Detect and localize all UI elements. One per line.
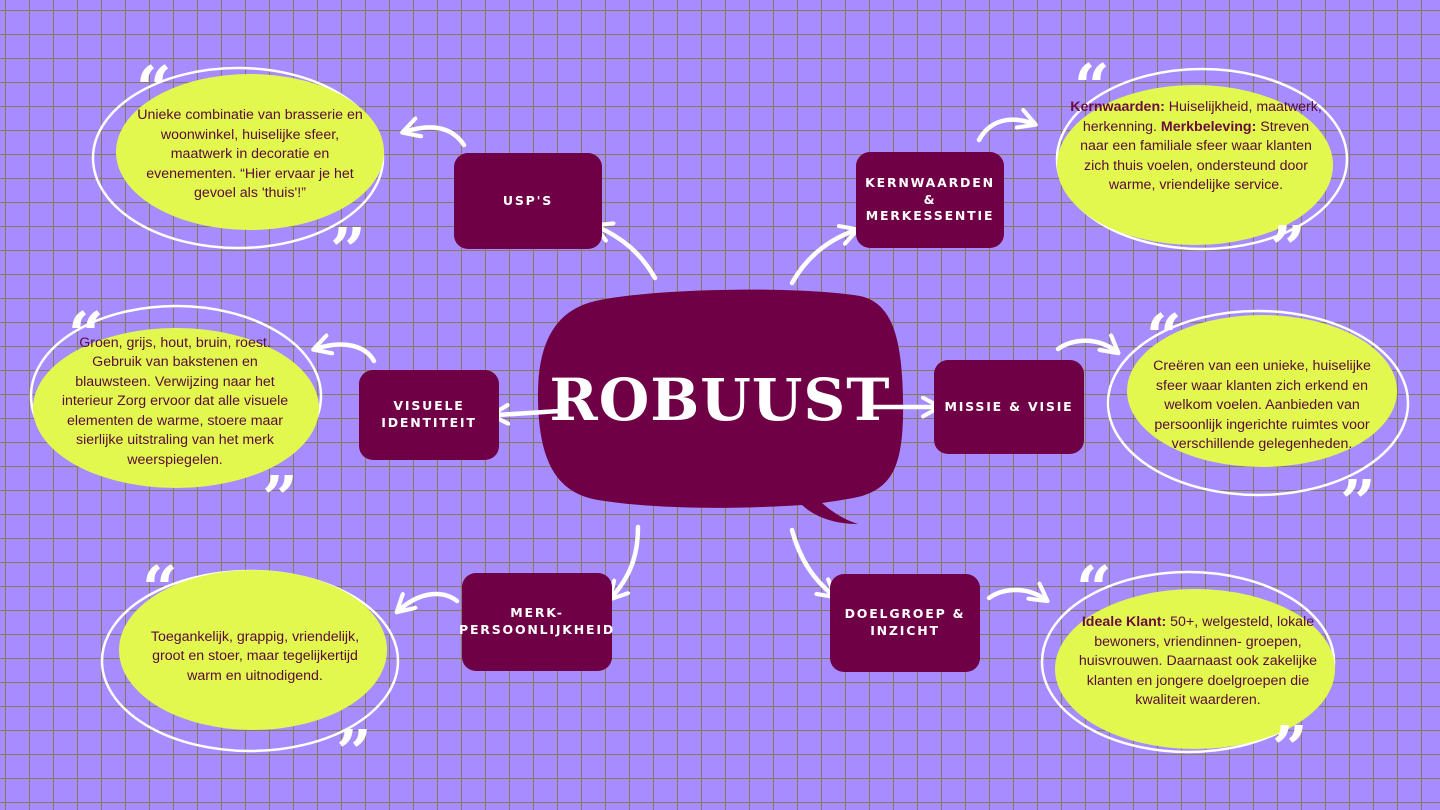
topic-usps[interactable]: USP'S — [454, 153, 602, 249]
desc-missie-text: Creëren van een unieke, huiselijke sfeer… — [1153, 358, 1371, 453]
topic-missie-label: MISSIE & VISIE — [944, 398, 1074, 414]
topic-kernwaarden[interactable]: KERNWAARDEN & MERKESSENTIE — [856, 152, 1004, 248]
desc-doelgroep-label: Ideale Klant: — [1081, 614, 1171, 630]
desc-merkbeleving-text: Streven naar een familiale sfeer waar kl… — [1080, 118, 1312, 194]
quote-close-icon: ” — [1270, 212, 1306, 285]
topic-merkpersoonlijkheid[interactable]: MERK- PERSOONLIJKHEID — [458, 573, 616, 671]
center-title: ROBUUST — [549, 366, 891, 434]
arrow-persoon — [611, 524, 641, 598]
arrow-persoon-desc — [398, 591, 460, 611]
quote-open-icon: “ — [1146, 300, 1182, 373]
topic-visueel-label-1: VISUELE — [393, 398, 465, 414]
topic-kernwaarden-label-2: MERKESSENTIE — [865, 208, 995, 224]
desc-kernwaarden: Kernwaarden: Huiselijkheid, maatwerk, he… — [1068, 94, 1324, 226]
arrow-doelgroep — [789, 527, 834, 596]
quote-open-icon: “ — [68, 298, 104, 371]
topic-missie-visie[interactable]: MISSIE & VISIE — [934, 360, 1084, 454]
quote-open-icon: “ — [142, 552, 178, 625]
quote-close-icon: ” — [330, 214, 366, 287]
desc-persoon-text: Toegankelijk, grappig, vriendelijk, groo… — [150, 628, 360, 684]
arrow-visueel-desc — [315, 345, 377, 364]
topic-usps-label: USP'S — [502, 192, 554, 208]
topic-visueel-label-2: IDENTITEIT — [381, 415, 477, 430]
desc-persoon: Toegankelijk, grappig, vriendelijk, groo… — [142, 624, 368, 690]
topic-persoon-label-2: PERSOONLIJKHEID — [458, 622, 616, 637]
desc-kernwaarden-text: Huiselijkheid, maatwerk, herkenning. — [1082, 99, 1322, 135]
arrow-missie-desc — [1055, 341, 1117, 352]
topic-kernwaarden-label-1: KERNWAARDEN & — [865, 174, 995, 207]
desc-usps: Unieke combinatie van brasserie en woonw… — [136, 90, 364, 220]
topic-persoon-label-1: MERK- — [510, 605, 564, 621]
arrow-usps-desc — [404, 127, 467, 148]
quote-open-icon: “ — [136, 52, 172, 125]
quote-close-icon: ” — [1272, 712, 1308, 785]
arrow-usps — [596, 226, 658, 281]
quote-close-icon: ” — [336, 716, 372, 789]
desc-merkbeleving-label: Merkbeleving: — [1160, 118, 1261, 135]
desc-doelgroep: Ideale Klant: 50+, welgesteld, lokale be… — [1070, 607, 1326, 731]
quote-close-icon: ” — [1340, 466, 1376, 539]
arrow-kernwaarden — [789, 230, 856, 286]
arrow-kernwaarden-desc — [976, 120, 1034, 143]
desc-kernwaarden-label: Kernwaarden: — [1070, 99, 1169, 115]
desc-missie: Creëren van een unieke, huiselijke sfeer… — [1140, 350, 1384, 462]
arrow-doelgroep-desc — [986, 590, 1046, 600]
desc-visueel-text: Groen, grijs, hout, bruin, roest. Gebrui… — [61, 334, 289, 468]
topic-doelgroep-label-1: DOELGROEP & — [844, 606, 966, 622]
quote-open-icon: “ — [1074, 50, 1110, 123]
quote-open-icon: “ — [1076, 552, 1112, 625]
desc-doelgroep-text: 50+, welgesteld, lokale bewoners, vriend… — [1078, 614, 1318, 708]
topic-doelgroep[interactable]: DOELGROEP & INZICHT — [830, 574, 980, 672]
desc-visueel: Groen, grijs, hout, bruin, roest. Gebrui… — [56, 332, 294, 472]
desc-usps-text: Unieke combinatie van brasserie en woonw… — [137, 107, 363, 202]
topic-visuele-identiteit[interactable]: VISUELE IDENTITEIT — [359, 370, 499, 460]
topic-doelgroep-label-2: INZICHT — [870, 623, 940, 638]
quote-close-icon: ” — [262, 462, 298, 535]
